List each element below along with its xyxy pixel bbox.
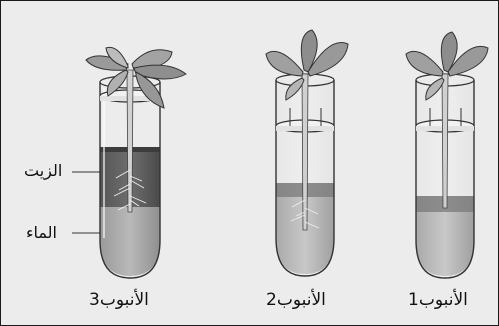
tube-1-label: الأنبوب1 <box>408 290 468 310</box>
tube-1 <box>406 32 488 278</box>
tube-2 <box>266 30 348 276</box>
tube-3-label: الأنبوب3 <box>89 290 149 310</box>
oil-label: الزيت <box>24 161 62 180</box>
tube-3 <box>72 47 186 278</box>
tube-2-label: الأنبوب2 <box>266 290 326 310</box>
water-label: الماء <box>26 223 57 242</box>
tube-3-water <box>100 207 160 276</box>
